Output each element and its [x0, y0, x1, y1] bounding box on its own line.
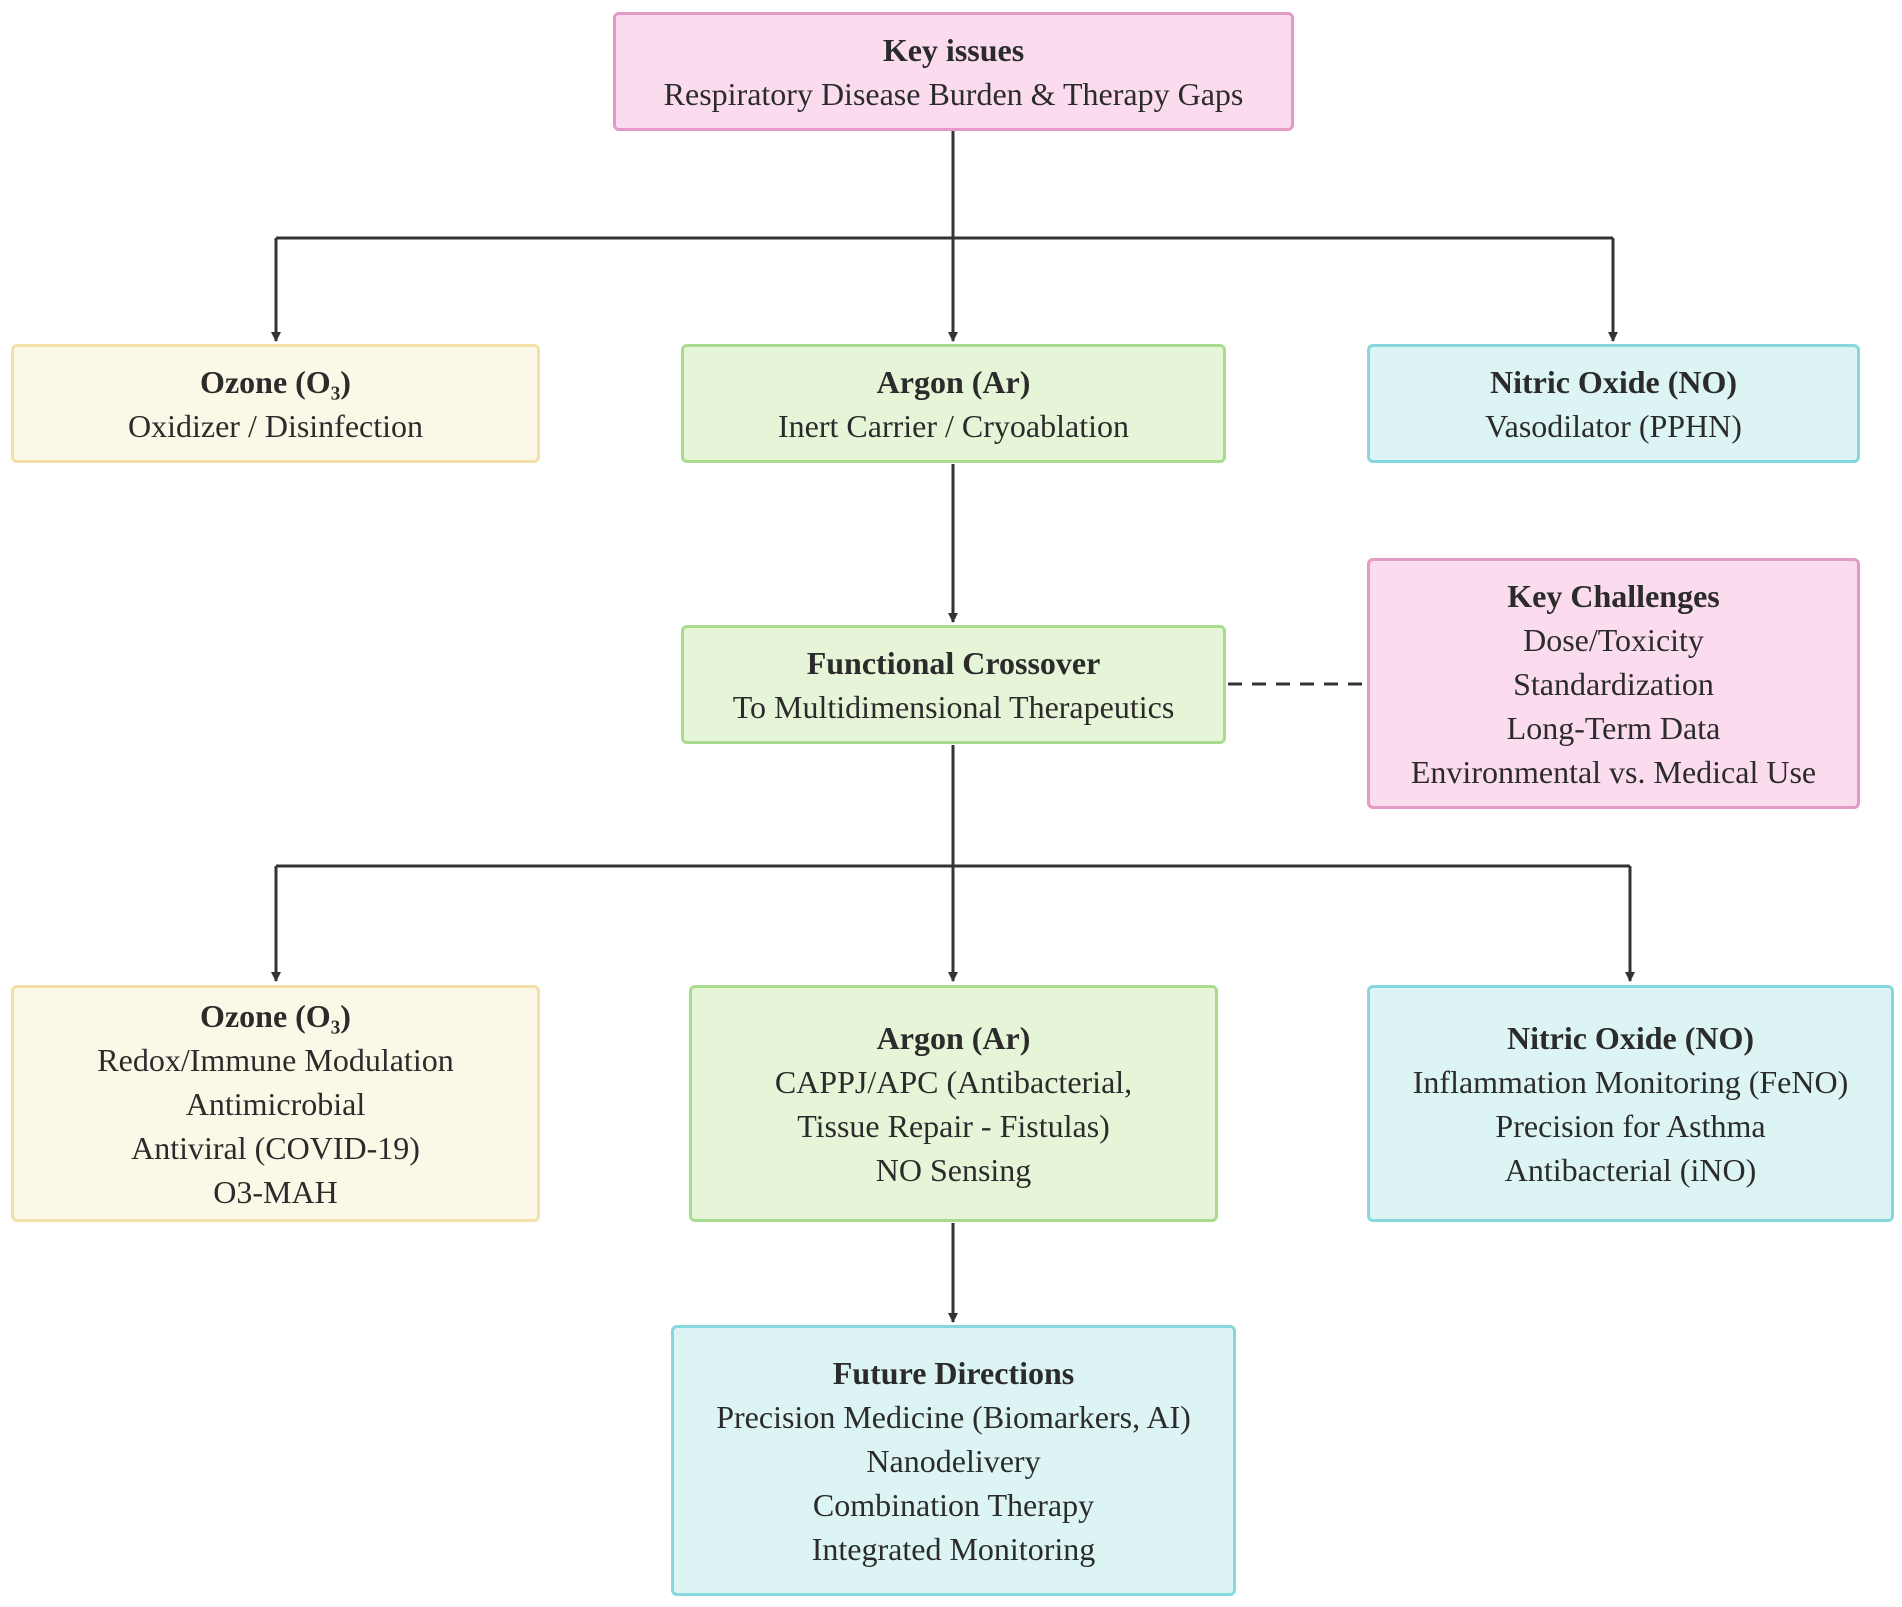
node-line: Inert Carrier / Cryoablation — [778, 407, 1129, 444]
node-title: Ozone (O₃) — [200, 363, 351, 400]
node-line: Integrated Monitoring — [811, 1530, 1096, 1567]
node-title: Nitric Oxide (NO) — [1506, 1019, 1755, 1056]
node-line: Precision Medicine (Biomarkers, AI) — [716, 1398, 1191, 1435]
node-line: Antimicrobial — [185, 1085, 366, 1122]
argon-bottom-node: Argon (Ar) CAPPJ/APC (Antibacterial, Tissu… — [689, 985, 1218, 1222]
node-line: Combination Therapy — [812, 1486, 1095, 1523]
node-title: Nitric Oxide (NO) — [1489, 363, 1738, 400]
node-line: Inflammation Monitoring (FeNO) — [1412, 1063, 1849, 1100]
node-title: Argon (Ar) — [876, 1019, 1031, 1056]
node-line: Long-Term Data — [1506, 709, 1721, 746]
node-line: Dose/Toxicity — [1523, 621, 1704, 658]
node-line: Nanodelivery — [866, 1442, 1041, 1479]
node-line: Environmental vs. Medical Use — [1410, 753, 1817, 790]
argon-top-node: Argon (Ar) Inert Carrier / Cryoablation — [681, 344, 1226, 463]
node-line: Respiratory Disease Burden & Therapy Gap… — [663, 75, 1244, 112]
functional-crossover-node: Functional Crossover To Multidimensional … — [681, 625, 1226, 744]
node-title: Key Challenges — [1507, 577, 1720, 614]
node-line: Redox/Immune Modulation — [97, 1041, 454, 1078]
nitric-oxide-bottom-node: Nitric Oxide (NO) Inflammation Monitoring… — [1367, 985, 1894, 1222]
node-line: To Multidimensional Therapeutics — [732, 688, 1175, 725]
node-line: Antiviral (COVID-19) — [131, 1129, 420, 1166]
node-line: Tissue Repair - Fistulas) — [797, 1107, 1110, 1144]
node-title: Argon (Ar) — [876, 363, 1031, 400]
node-line: Precision for Asthma — [1495, 1107, 1766, 1144]
node-title: Functional Crossover — [806, 644, 1101, 681]
node-title: Future Directions — [832, 1354, 1075, 1391]
node-title: Ozone (O₃) — [200, 997, 351, 1034]
node-line: Antibacterial (iNO) — [1504, 1151, 1757, 1188]
node-title: Key issues — [882, 31, 1025, 68]
node-line: Vasodilator (PPHN) — [1485, 407, 1742, 444]
node-line: O3-MAH — [213, 1173, 338, 1210]
node-line: CAPPJ/APC (Antibacterial, — [774, 1063, 1133, 1100]
node-line: Standardization — [1513, 665, 1714, 702]
ozone-top-node: Ozone (O₃) Oxidizer / Disinfection — [11, 344, 540, 463]
nitric-oxide-top-node: Nitric Oxide (NO) Vasodilator (PPHN) — [1367, 344, 1860, 463]
node-line: NO Sensing — [875, 1151, 1032, 1188]
node-line: Oxidizer / Disinfection — [127, 407, 424, 444]
